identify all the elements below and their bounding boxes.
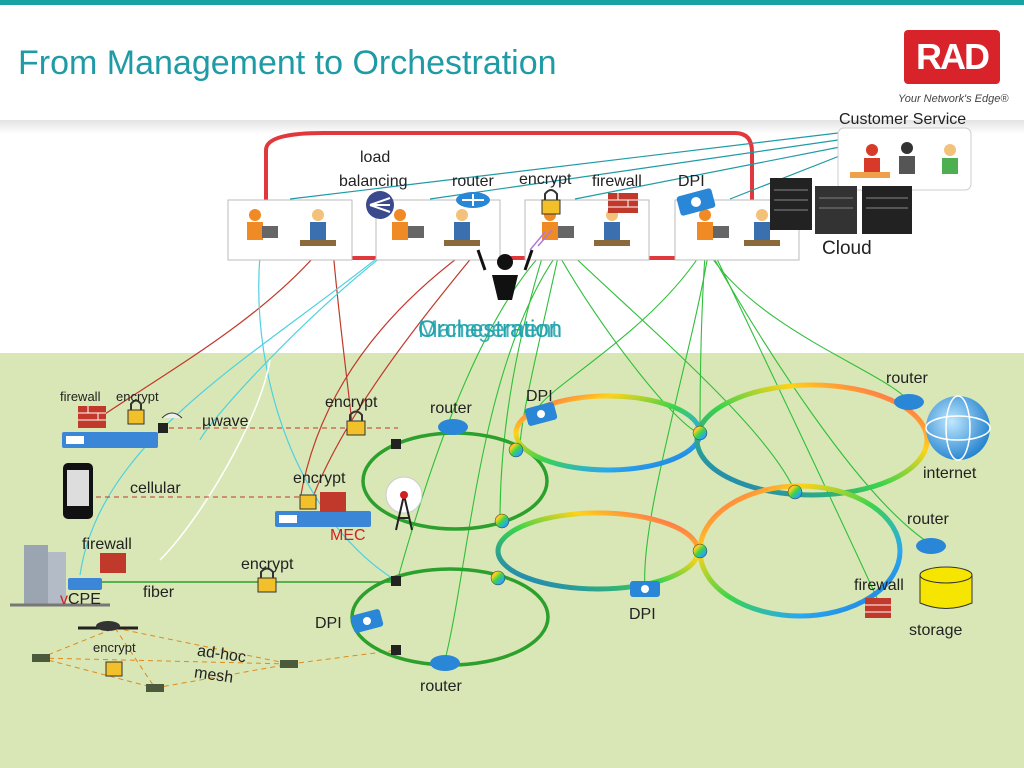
function-label-dpi: DPI	[678, 173, 705, 190]
customer-service-links	[289, 132, 843, 200]
globe-icon	[925, 395, 991, 461]
cyan-management-links	[79, 249, 396, 581]
vcpe-suffix: CPE	[68, 591, 101, 608]
cloud-label: Cloud	[822, 238, 872, 259]
lock-icon-adhoc	[105, 661, 123, 677]
network-zone	[0, 353, 1024, 768]
logo-tagline: Your Network's Edge®	[898, 93, 1009, 105]
operator-box-1	[227, 199, 353, 261]
router-icon-top	[438, 419, 468, 435]
function-label-firewall: firewall	[592, 173, 642, 190]
function-label-balancing: balancing	[339, 173, 408, 190]
dpi-icon	[676, 188, 716, 216]
management-label: Management	[418, 316, 559, 343]
top-accent-bar	[0, 0, 1024, 5]
core-router-right-top-label: router	[886, 370, 928, 387]
access-rings	[350, 431, 550, 667]
ring-nodes	[391, 425, 803, 655]
lock-icon	[541, 189, 561, 215]
function-label-encrypt: encrypt	[519, 171, 572, 188]
function-label-load: load	[360, 149, 391, 166]
core-router-top-label: router	[430, 400, 472, 417]
customer-service-label: Customer Service	[839, 111, 967, 128]
customer-service-icon	[837, 127, 972, 191]
uwave-link-curve	[159, 359, 271, 561]
operator-box-2	[375, 199, 501, 261]
core-dpi-top-label: DPI	[526, 388, 553, 405]
core-router-right-mid-label: router	[907, 511, 949, 528]
page-title: From Management to Orchestration	[18, 44, 557, 82]
router-icon	[456, 192, 490, 208]
orchestration-label: Orchestration	[418, 316, 563, 343]
lock-icon-uwave	[346, 410, 366, 436]
building-icon	[10, 545, 110, 607]
firewall-icon-vcpe	[100, 553, 126, 573]
lock-icon-edge	[127, 399, 145, 425]
vcpe-v-prefix: v	[60, 591, 68, 608]
firewall-icon	[608, 193, 638, 213]
router-icon-bottom	[430, 655, 460, 671]
cellular-label: cellular	[130, 480, 181, 497]
rad-device-1	[62, 432, 158, 448]
firewall-icon-mec	[320, 492, 346, 512]
storage-icon	[919, 566, 973, 609]
red-management-links	[95, 249, 479, 506]
internet-label: internet	[923, 465, 977, 482]
load-balancer-icon	[366, 191, 394, 219]
dpi-icon-left	[350, 609, 384, 633]
core-router-bottom-label: router	[420, 678, 462, 695]
firewall-icon-edge	[78, 406, 106, 428]
core-dpi-left-label: DPI	[315, 615, 342, 632]
core-firewall-right-label: firewall	[854, 577, 904, 594]
drone-icon	[78, 621, 138, 631]
mec-device-icon	[275, 511, 371, 527]
conductor-icon	[476, 229, 553, 300]
core-encrypt-top-label: encrypt	[325, 394, 378, 411]
smartphone-icon	[63, 463, 93, 519]
lock-icon-mec	[299, 494, 317, 510]
edge-firewall-label: firewall	[60, 389, 101, 404]
header-shadow	[0, 120, 1024, 134]
adhoc-encrypt-label: encrypt	[93, 640, 136, 655]
fiber-encrypt-label: encrypt	[241, 556, 294, 573]
dpi-icon-top	[524, 402, 558, 426]
uwave-label: µwave	[202, 413, 249, 430]
vcpe-label: vCPE	[60, 591, 101, 609]
edge-encrypt-label: encrypt	[116, 389, 159, 404]
router-icon-right-mid	[916, 538, 946, 554]
mec-encrypt-label: encrypt	[293, 470, 346, 487]
fiber-label: fiber	[143, 584, 175, 601]
dpi-icon-mid	[630, 581, 660, 597]
vcpe-firewall-label: firewall	[82, 536, 132, 553]
mec-label: MEC	[330, 527, 366, 544]
firewall-icon-right	[865, 598, 891, 618]
router-icon-right-top	[894, 394, 924, 410]
function-label-router: router	[452, 173, 494, 190]
management-network-links	[397, 247, 933, 661]
rad-logo: RAD	[904, 30, 1000, 84]
vcpe-device-icon	[68, 578, 102, 590]
lock-icon-fiber	[257, 567, 277, 593]
server-cloud-icon	[770, 178, 912, 234]
cell-tower-icon	[385, 476, 423, 531]
storage-label: storage	[909, 622, 963, 639]
vehicle-icons	[32, 654, 298, 692]
core-dpi-mid-label: DPI	[629, 606, 656, 623]
dish-antenna-icon	[158, 412, 183, 433]
